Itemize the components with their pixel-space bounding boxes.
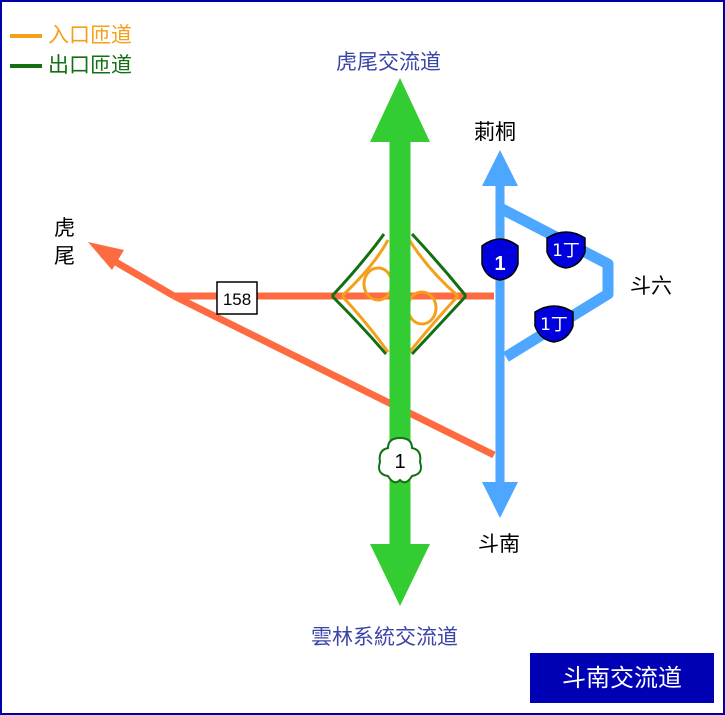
arrow-south-dounan [482,482,518,518]
hwy1d-south-shield-number: 1丁 [540,315,568,335]
title-badge: 斗南交流道 [530,653,714,703]
arrow-west-huwei [88,242,124,270]
arrow-north-cijhong [482,150,518,186]
legend-exit-swatch [10,64,42,68]
exit-ramps [330,232,468,356]
legend-exit: 出口匝道 [10,52,132,78]
label-yunlin-system-interchange: 雲林系統交流道 [311,625,458,649]
hwy1d-north-shield-icon [546,231,586,269]
county-158-marker-icon [216,281,258,315]
provincial-highway-1 [482,150,518,518]
label-huwei: 虎尾 [54,216,75,268]
arrow-south-freeway [370,544,430,606]
label-douliu: 斗六 [630,274,672,298]
label-dounan: 斗南 [478,532,520,556]
national-freeway-1 [370,78,430,606]
county-road-158 [88,242,496,459]
label-huwei-interchange: 虎尾交流道 [336,50,441,74]
freeway-shield-number: 1 [394,451,405,473]
freeway-shield-icon [378,436,422,484]
label-cijhong: 莿桐 [474,120,516,144]
legend-entrance-label: 入口匝道 [48,23,132,47]
legend-exit-label: 出口匝道 [48,53,132,77]
legend-entrance: 入口匝道 [10,22,132,48]
hwy1-shield-icon [481,238,519,281]
hwy1d-north-shield-number: 1丁 [552,241,580,261]
arrow-north-freeway [370,78,430,142]
legend-entrance-swatch [10,34,42,38]
hwy1d-south-shield-icon [534,305,574,343]
hwy1-shield-number: 1 [494,253,505,275]
county-158-number: 158 [223,290,251,309]
